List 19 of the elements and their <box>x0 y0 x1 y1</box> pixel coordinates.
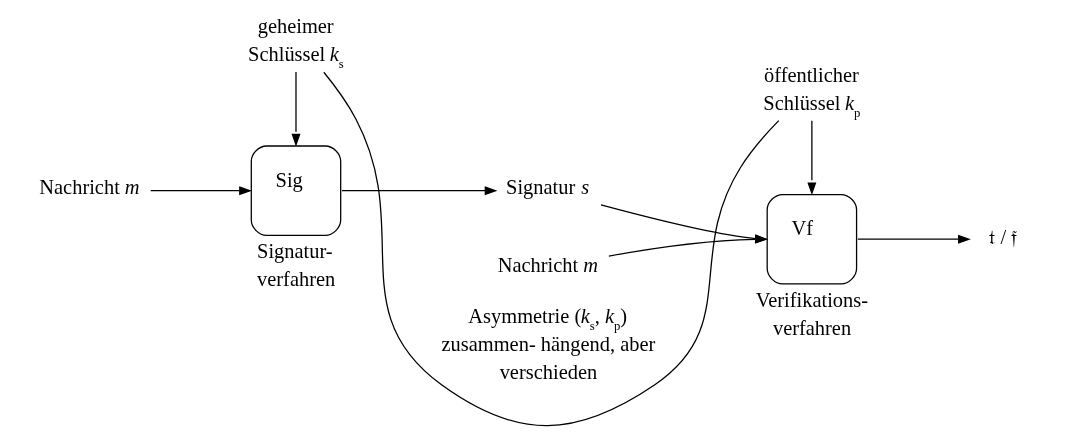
node-text: geheimer Schlüssel k$_{s}$ <box>248 15 344 72</box>
arrow <box>291 71 301 147</box>
arrow <box>807 120 817 196</box>
arrow <box>608 234 768 257</box>
node-text: öffentlicher Schlüssel k$_{p}$ <box>763 63 861 120</box>
node-text: Nachricht m <box>497 254 599 277</box>
arrow <box>857 234 971 244</box>
node-text: 𝔱 / 𝔣 <box>989 226 1018 249</box>
node-label: Signatur- verfahren <box>257 240 336 291</box>
node-label: Verifikations- verfahren <box>755 288 868 339</box>
node-text: Signatur s <box>506 176 590 199</box>
node-box: Vf <box>766 193 858 285</box>
arrow <box>600 204 768 244</box>
arrow <box>341 186 498 196</box>
node-text: Nachricht m <box>39 176 140 199</box>
edge-label: Asymmetrie (k$_{s}$, k$_{p}$) zusammen- hängend, aber verschieden <box>441 305 656 384</box>
connector <box>323 71 780 427</box>
node-box: Sig <box>250 145 342 237</box>
arrow <box>150 186 252 196</box>
